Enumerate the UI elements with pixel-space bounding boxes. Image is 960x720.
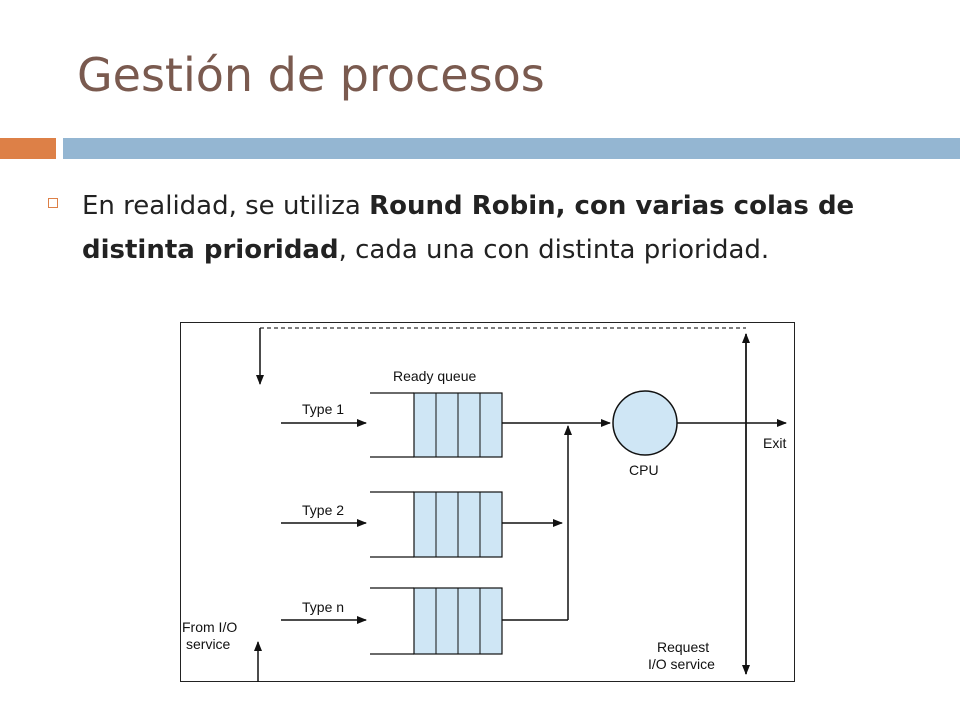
label-type-n: Type n xyxy=(302,599,344,615)
label-request-2: I/O service xyxy=(648,656,715,672)
label-from-io-2: service xyxy=(186,636,231,652)
multilevel-queue-diagram: Ready queue Type 1 CPU Exit Type 2 Type … xyxy=(180,322,795,682)
bullet-text: En realidad, se utiliza Round Robin, con… xyxy=(82,184,942,272)
bullet-square-icon xyxy=(48,198,58,208)
bullet-text-prefix: En realidad, se utiliza xyxy=(82,191,370,221)
label-type-1: Type 1 xyxy=(302,401,344,417)
slide-title: Gestión de procesos xyxy=(77,48,545,102)
label-type-2: Type 2 xyxy=(302,502,344,518)
title-accent-bar-orange xyxy=(0,138,56,159)
title-accent-bar-blue xyxy=(63,138,960,159)
label-from-io-1: From I/O xyxy=(182,619,237,635)
label-ready-queue: Ready queue xyxy=(393,368,477,384)
label-request-1: Request xyxy=(657,639,709,655)
label-exit: Exit xyxy=(763,435,786,451)
bullet-text-bold: Round Robin, con varias colas de distint… xyxy=(82,191,855,265)
bullet-text-suffix: , cada una con distinta prioridad. xyxy=(338,235,770,265)
cpu-circle xyxy=(612,390,678,456)
diagram-svg: Ready queue Type 1 CPU Exit Type 2 Type … xyxy=(180,322,795,682)
label-cpu: CPU xyxy=(629,462,659,478)
